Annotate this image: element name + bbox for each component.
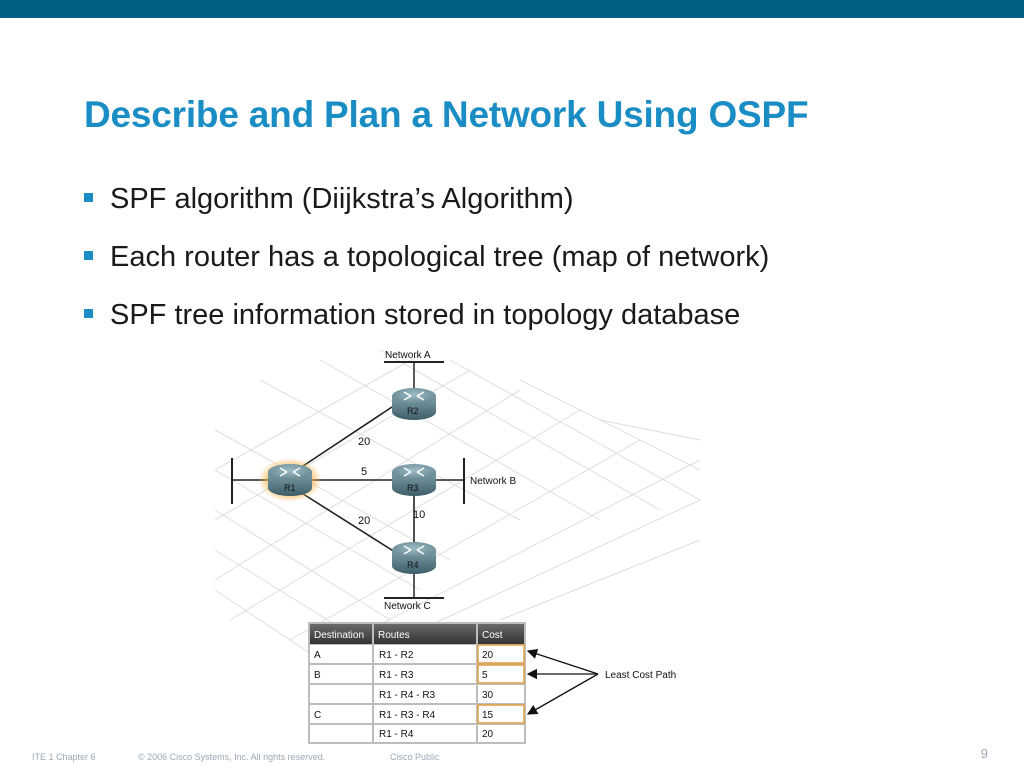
cost-r1-r2-label: 20 <box>358 436 370 448</box>
router-r3-label: R3 <box>407 483 419 493</box>
table-cell: 20 <box>482 650 494 661</box>
ospf-topology-diagram: 20 5 20 10 Network A Network B Network C… <box>214 349 701 744</box>
table-cell: R1 - R3 - R4 <box>379 710 436 721</box>
router-r2: R2 <box>392 388 436 420</box>
footer-copyright: © 2006 Cisco Systems, Inc. All rights re… <box>138 752 326 762</box>
table-row: C R1 - R3 - R4 15 <box>310 704 525 724</box>
top-bar <box>0 0 1024 18</box>
least-cost-path-label: Least Cost Path <box>605 670 676 681</box>
footer-classification: Cisco Public <box>390 752 440 762</box>
table-cell: 15 <box>482 710 494 721</box>
bullet-square-icon <box>84 309 93 318</box>
bullet-square-icon <box>84 193 93 202</box>
cost-r3-r4-label: 10 <box>413 509 425 521</box>
link-r1-r4 <box>299 491 396 553</box>
router-arrows-icon <box>403 467 425 477</box>
link-r1-r2 <box>299 404 396 469</box>
page-number: 9 <box>980 746 988 761</box>
cost-r1-r3-label: 5 <box>361 466 367 478</box>
background-grid <box>214 349 701 661</box>
router-r4: R4 <box>392 542 436 574</box>
router-arrows-icon <box>279 467 301 477</box>
bullet-item: Each router has a topological tree (map … <box>84 238 769 296</box>
bullet-text: SPF algorithm (Diijkstra’s Algorithm) <box>110 183 574 215</box>
router-r2-label: R2 <box>407 406 419 416</box>
table-cell: R1 - R4 <box>379 729 414 740</box>
network-c-label: Network C <box>384 601 431 612</box>
slide-title: Describe and Plan a Network Using OSPF <box>84 94 809 135</box>
table-header <box>310 624 524 644</box>
table-row: R1 - R4 - R3 30 <box>310 685 524 703</box>
bullet-item: SPF algorithm (Diijkstra’s Algorithm) <box>84 180 769 238</box>
router-r1-label: R1 <box>284 483 296 493</box>
table-cell: B <box>314 670 321 681</box>
router-arrows-icon <box>403 391 425 401</box>
table-cell: 30 <box>482 690 494 701</box>
table-cell: R1 - R4 - R3 <box>379 690 436 701</box>
router-r3: R3 <box>392 464 436 496</box>
table-row: A R1 - R2 20 <box>310 644 525 664</box>
bullet-text: Each router has a topological tree (map … <box>110 241 770 273</box>
arrow-icon <box>526 673 599 715</box>
table-header-routes: Routes <box>378 630 410 641</box>
bullet-text: SPF tree information stored in topology … <box>110 299 741 331</box>
table-row: R1 - R4 20 <box>310 725 524 742</box>
table-cell: C <box>314 710 321 721</box>
arrow-icon <box>526 648 599 675</box>
table-header-destination: Destination <box>314 630 364 641</box>
bullet-square-icon <box>84 251 93 260</box>
table-cell: A <box>314 650 321 661</box>
table-cell: R1 - R2 <box>379 650 414 661</box>
router-r1: R1 <box>258 458 322 502</box>
network-b-label: Network B <box>470 476 516 487</box>
router-r4-label: R4 <box>407 560 419 570</box>
routing-table: Destination Routes Cost A R1 - R2 20 B R… <box>308 622 526 744</box>
table-header-cost: Cost <box>482 630 503 641</box>
bullet-list: SPF algorithm (Diijkstra’s Algorithm) Ea… <box>84 180 769 354</box>
cost-r1-r4-label: 20 <box>358 515 370 527</box>
bullet-item: SPF tree information stored in topology … <box>84 296 769 354</box>
least-cost-arrows <box>526 648 599 715</box>
footer-chapter: ITE 1 Chapter 6 <box>32 752 96 762</box>
table-cell: 5 <box>482 670 488 681</box>
table-cell: 20 <box>482 729 494 740</box>
table-cell: R1 - R3 <box>379 670 414 681</box>
router-arrows-icon <box>403 545 425 555</box>
network-a-label: Network A <box>385 350 431 361</box>
table-row: B R1 - R3 5 <box>310 664 525 684</box>
